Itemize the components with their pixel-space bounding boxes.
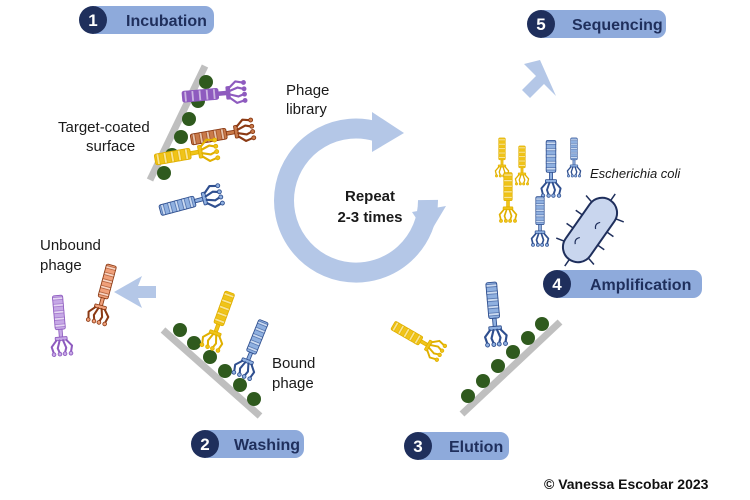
copyright-notice: © Vanessa Escobar 2023 [544,476,709,492]
bound-phage-label-2: phage [272,375,314,392]
target-molecule [157,166,171,180]
phage-blue-small [566,137,582,178]
repeat-count-label: 2-3 times [337,209,402,226]
phage-brown-unbound [84,261,123,328]
step-badge [527,10,555,38]
phage-blue-amplified [540,139,562,199]
target-molecule [247,392,261,406]
step-5-sequencing: 5 Sequencing [527,10,666,38]
bound-phage-label: Bound [272,355,315,372]
step-1-incubation: 1 Incubation [79,6,214,34]
phage-yellow [152,136,222,172]
phage-blue-amplified [530,195,550,248]
step-number: 4 [552,275,562,294]
phage-purple-unbound [46,293,75,358]
phage-blue [156,182,226,223]
target-molecule [521,331,535,345]
target-surface-elution [459,317,563,417]
target-molecule [203,350,217,364]
target-molecule [535,317,549,331]
ecoli-label: Escherichia coli [590,166,681,181]
unbound-phage-label: Unbound [40,237,101,254]
target-molecule [187,336,201,350]
target-molecule [476,374,490,388]
target-molecule [182,112,196,126]
target-molecule [173,323,187,337]
step-badge [404,432,432,460]
step-pill [200,430,304,458]
step-2-washing: 2 Washing [191,430,304,458]
phage-yellow-amplified [498,171,518,224]
step-pill [536,10,666,38]
step-pill [552,270,702,298]
step-label: Incubation [126,13,207,30]
step-number: 2 [200,435,209,454]
step-badge [79,6,107,34]
target-molecule [506,345,520,359]
phage-yellow-small [494,137,510,178]
step-label: Washing [234,437,300,454]
target-surface-label: Target-coated [58,119,150,136]
target-molecule [233,378,247,392]
phage-yellow-eluted [387,315,449,364]
phage-yellow-bound [198,287,241,354]
step-pill [88,6,214,34]
step-pill [413,432,509,460]
phage-purple [180,79,249,109]
step-label: Elution [449,439,503,456]
target-molecule [461,389,475,403]
step-4-amplification: 4 Amplification [543,270,702,298]
target-molecule [199,75,213,89]
step-badge [543,270,571,298]
step-label: Amplification [590,277,691,294]
phage-library-label: Phage [286,82,329,99]
step-number: 5 [536,15,545,34]
arrow-to-sequencing [522,60,556,98]
arrow-to-unbound [114,276,156,308]
step-number: 1 [88,11,97,30]
step-number: 3 [413,437,422,456]
repeat-label: Repeat [345,188,395,205]
target-molecule [174,130,188,144]
phage-library-label-2: library [286,101,327,118]
step-badge [191,430,219,458]
target-molecule [491,359,505,373]
target-surface-label-2: surface [86,138,135,155]
ecoli-bacterium [555,193,625,267]
repeat-cycle-arrow [274,112,446,283]
target-molecule [218,364,232,378]
phage-yellow-small [514,145,530,186]
phage-blue-eluted [479,280,509,349]
step-label: Sequencing [572,17,663,34]
phage-blue-bound [230,316,275,383]
step-3-elution: 3 Elution [404,432,509,460]
unbound-phage-label-2: phage [40,257,82,274]
target-surface-washing [160,323,263,419]
